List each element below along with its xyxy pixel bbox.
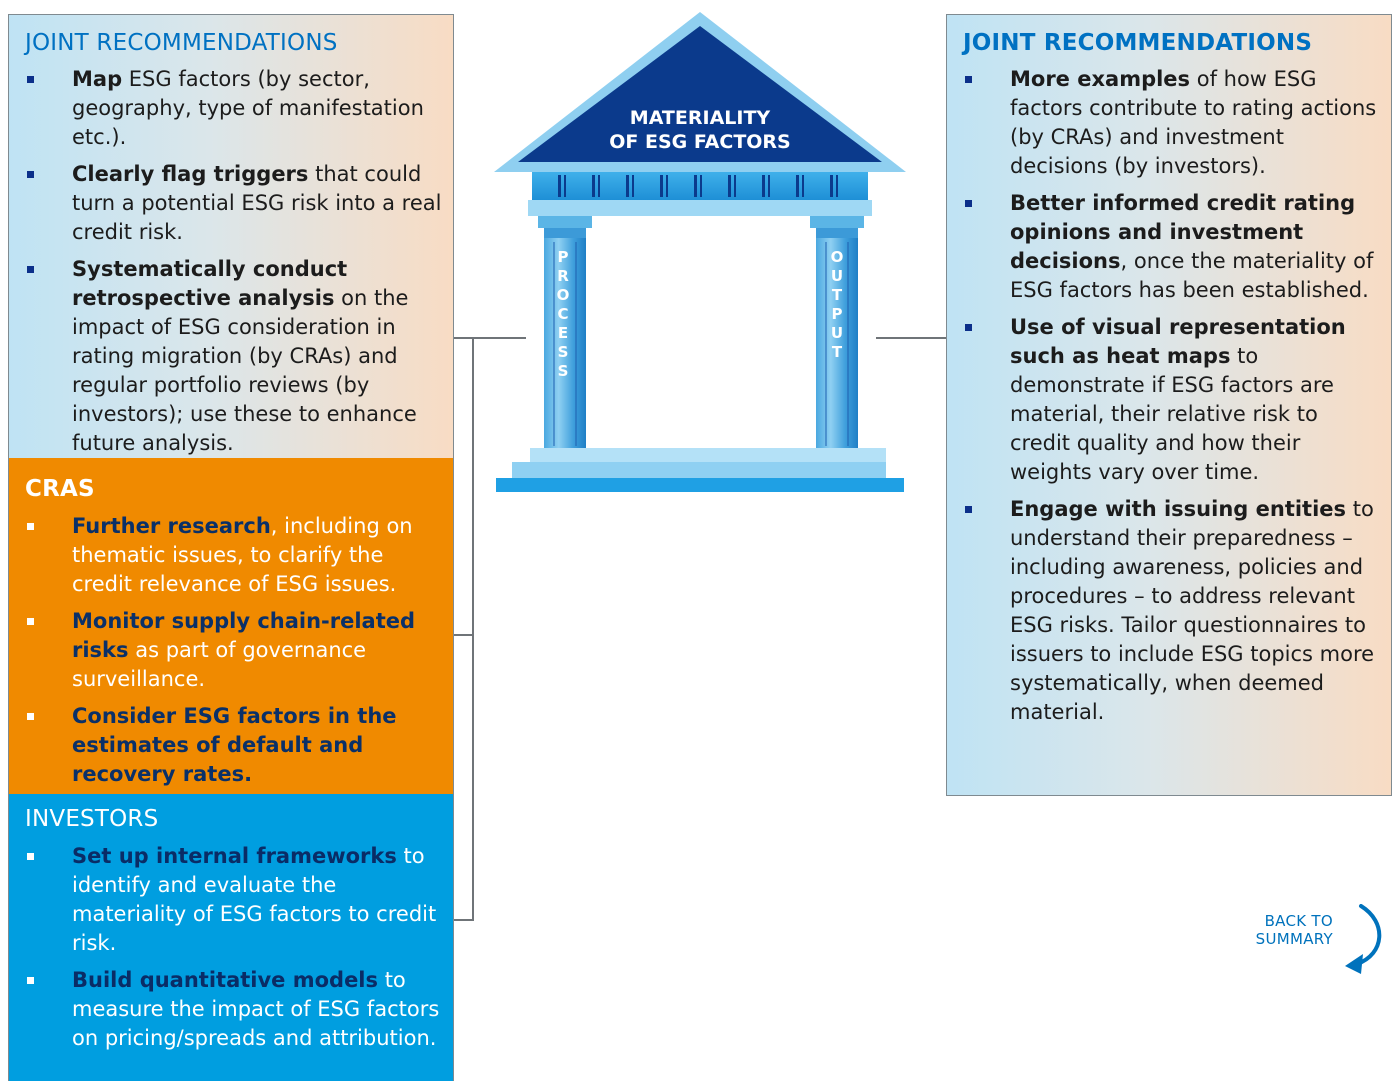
temple-roof-title: MATERIALITY OF ESG FACTORS [609,107,791,153]
right-joint-recommendations-list: More examples of how ESG factors contrib… [947,65,1383,735]
bracket-to-temple-line [474,337,526,339]
back-to-summary-label: BACK TO SUMMARY [1255,912,1333,948]
temple-graphic [494,12,906,492]
curved-back-arrow-icon [1345,904,1382,974]
square-bullet-icon [965,76,972,83]
square-bullet-icon [27,713,34,720]
square-bullet-icon [965,324,972,331]
list-item: Monitor supply chain-related risks as pa… [9,607,445,694]
left-bracket-middle-line [454,634,474,636]
output-pillar-label: O U T P U T [830,248,844,361]
left-bracket-bottom-line [454,919,474,921]
list-item: Set up internal frameworks to identify a… [9,842,445,958]
materiality-temple-diagram: MATERIALITY OF ESG FACTORS P R O C E S S… [494,12,906,494]
list-item: Engage with issuing entities to understa… [947,495,1383,727]
list-item: Use of visual representation such as hea… [947,313,1383,487]
investors-title: INVESTORS [25,806,159,832]
list-item: Systematically conduct retrospective ana… [9,255,445,458]
square-bullet-icon [27,977,34,984]
square-bullet-icon [965,200,972,207]
list-item: Map ESG factors (by sector, geography, t… [9,65,445,152]
temple-to-output-line [876,337,946,339]
right-joint-recommendations-title: JOINT RECOMMENDATIONS [963,30,1313,56]
square-bullet-icon [27,266,34,273]
list-item: Consider ESG factors in the estimates of… [9,702,445,789]
list-item: Build quantitative models to measure the… [9,966,445,1053]
square-bullet-icon [27,171,34,178]
list-item: Clearly flag triggers that could turn a … [9,160,445,247]
square-bullet-icon [27,853,34,860]
left-joint-recommendations-title: JOINT RECOMMENDATIONS [25,30,338,56]
cras-panel: CRAS Further research, including on them… [8,458,454,794]
investors-list: Set up internal frameworks to identify a… [9,842,445,1061]
cras-list: Further research, including on thematic … [9,512,445,797]
investors-panel: INVESTORS Set up internal frameworks to … [8,794,454,1081]
list-item: More examples of how ESG factors contrib… [947,65,1383,181]
square-bullet-icon [27,76,34,83]
left-bracket-vertical-line [472,337,474,921]
left-joint-recommendations-panel: JOINT RECOMMENDATIONS Map ESG factors (b… [8,14,454,458]
left-joint-recommendations-list: Map ESG factors (by sector, geography, t… [9,65,445,466]
cras-title: CRAS [25,476,95,502]
list-item: Better informed credit rating opinions a… [947,189,1383,305]
list-item: Further research, including on thematic … [9,512,445,599]
right-joint-recommendations-panel: JOINT RECOMMENDATIONS More examples of h… [946,14,1392,796]
square-bullet-icon [27,618,34,625]
left-bracket-top-line [454,337,474,339]
square-bullet-icon [965,506,972,513]
back-to-summary-link[interactable]: BACK TO SUMMARY [1227,904,1397,976]
square-bullet-icon [27,523,34,530]
process-pillar-label: P R O C E S S [556,248,570,380]
